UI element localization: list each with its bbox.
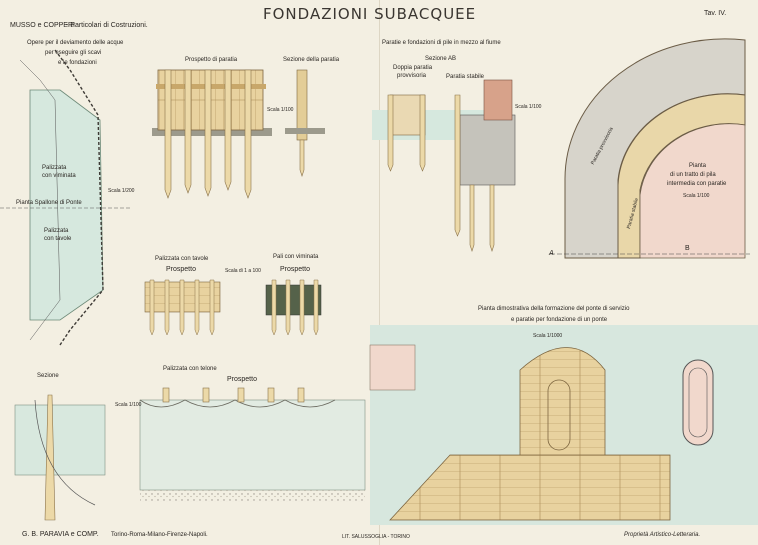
pianta-spallone-label: Pianta Spallone di Ponte (16, 200, 82, 206)
scala-pila: Scala 1/100 (683, 193, 710, 199)
pianta-dimostrativa-label-1: Pianta dimostrativa della formazione del… (478, 306, 630, 312)
pali-viminata-label: Pali con viminata (273, 254, 319, 260)
doppia-paratia-label-1: Doppia paratia (393, 65, 433, 71)
palizzata-con-tavole-label: Palizzata con tavole (155, 256, 209, 262)
lithographer: LIT. SALUSSOGLIA - TORINO (342, 534, 410, 540)
section-mark-b: B (685, 245, 690, 252)
sezione-ab (372, 79, 516, 252)
subtitle: - Particolari di Costruzioni. (66, 22, 148, 29)
paratia-elevation (152, 69, 325, 199)
section-mark-a: A (549, 250, 554, 257)
scala-paratia: Scala 1/100 (267, 107, 294, 113)
diversion-plan (0, 49, 130, 346)
diversion-caption-1: Opere per il deviamento delle acque (27, 40, 124, 46)
pianta-pila-label-2: di un tratto di pila (670, 172, 716, 178)
sezione-ab-label: Sezione AB (425, 56, 457, 62)
publisher: G. B. PARAVIA e COMP. (22, 531, 99, 538)
bridge-plan (369, 325, 758, 525)
telone-elevation (14, 387, 366, 521)
palizzata-telone-label: Palizzata con telone (163, 366, 217, 372)
palizzata-elevations (144, 279, 322, 336)
pianta-pila-label-3: intermedia con paratie (667, 181, 727, 187)
palizzata-tavole-label-2: con tavole (44, 236, 72, 242)
plate-title: FONDAZIONI SUBACQUEE (263, 5, 477, 23)
palizzata-viminata-label-1: Palizzata (42, 165, 67, 171)
prospetto-label-3: Prospetto (227, 376, 257, 383)
plate-number: Tav. IV. (704, 10, 727, 17)
doppia-paratia-label-2: provvisoria (397, 73, 427, 79)
paratie-caption: Paratie e fondazioni di pile in mezzo al… (382, 40, 501, 46)
publisher-cities: Torino-Roma-Milano-Firenze-Napoli. (111, 532, 208, 538)
scala-ponte: Scala 1/1000 (533, 333, 563, 339)
diversion-caption-2: per eseguire gli scavi (45, 50, 102, 56)
diversion-caption-3: e le fondazioni (58, 60, 97, 66)
copyright-notice: Proprietà Artistico-Letteraria. (624, 532, 701, 538)
paratia-stabile-label: Paratia stabile (446, 74, 485, 80)
page-fold (379, 0, 380, 545)
palizzata-viminata-label-2: con viminata (42, 173, 76, 179)
pianta-pila-label-1: Pianta (689, 163, 707, 169)
scala-telone: Scala 1/100 (115, 402, 142, 408)
sezione-label: Sezione (37, 373, 59, 379)
scala-1-100-label: Scala di 1 a 100 (225, 268, 261, 274)
prospetto-label-1: Prospetto (166, 266, 196, 273)
pianta-dimostrativa-label-2: e paratie per fondazione di un ponte (511, 317, 608, 323)
prospetto-paratia-label: Prospetto di paratia (185, 57, 238, 63)
scala-diversion: Scala 1/200 (108, 188, 135, 194)
authors: MUSSO e COPPERI (10, 22, 75, 29)
palizzata-tavole-label-1: Palizzata (44, 228, 69, 234)
scala-ab: Scala 1/100 (515, 104, 542, 110)
pier-arc-plan (550, 38, 750, 259)
sezione-paratia-label: Sezione della paratia (283, 57, 340, 63)
prospetto-label-2: Prospetto (280, 266, 310, 273)
